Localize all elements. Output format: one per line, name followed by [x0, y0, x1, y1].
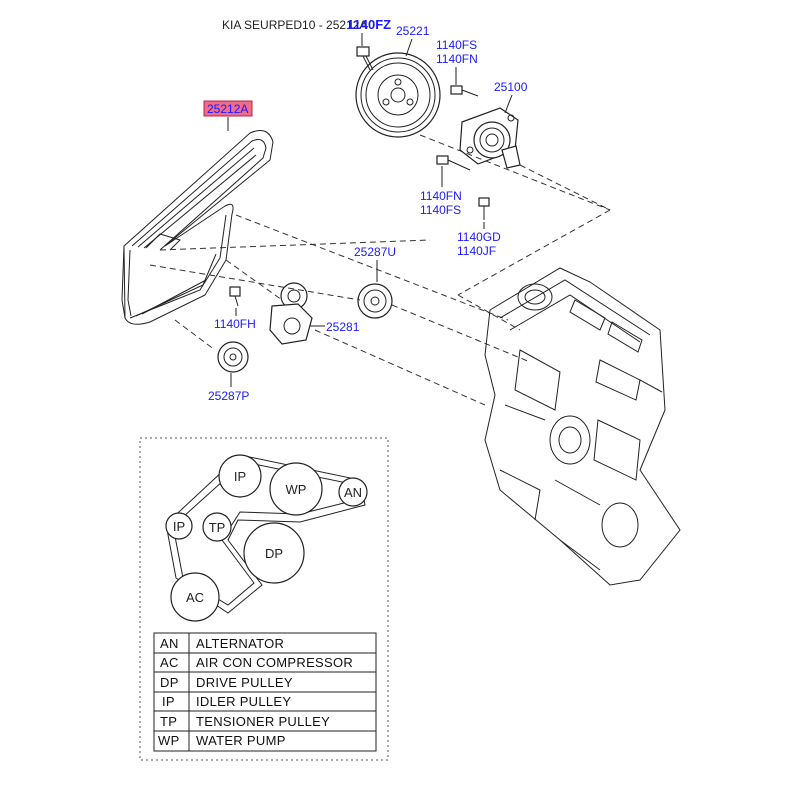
legend-name: TENSIONER PULLEY [196, 714, 330, 729]
part-link-bolt-1140fz[interactable]: 1140FZ [347, 17, 391, 32]
part-link-idler-lower[interactable]: 25287P [208, 389, 249, 403]
part-link-bolt-1140fn-low[interactable]: 1140FN [420, 189, 462, 203]
alignment-lines [149, 134, 611, 406]
pulley-ip-top: IP [218, 454, 262, 498]
label-ac: AC [186, 590, 204, 605]
label-ip-left: IP [173, 519, 185, 534]
bolt-1140fn-low[interactable] [436, 155, 471, 171]
part-link-belt[interactable]: 25212A [207, 102, 248, 116]
legend-code: IP [162, 694, 175, 709]
idler-pulley-lower[interactable] [217, 341, 249, 373]
pulley-ac: AC [170, 572, 220, 622]
pulley-an: AN [338, 477, 368, 507]
leader-crank-pulley [405, 38, 413, 57]
page-title: KIA SEURPED10 - 25212A [222, 18, 367, 32]
legend-code: DP [160, 675, 179, 690]
pulley-tp: TP [202, 512, 232, 542]
pulley-ip-left: IP [165, 512, 193, 540]
legend-name: IDLER PULLEY [196, 694, 291, 709]
part-link-bolt-1140gd[interactable]: 1140GD [457, 230, 501, 244]
part-link-idler-upper[interactable]: 25287U [354, 245, 396, 259]
legend-name: WATER PUMP [196, 733, 286, 748]
legend-code: TP [160, 714, 177, 729]
part-link-bolt-1140jf[interactable]: 1140JF [457, 244, 496, 258]
engine-block [484, 267, 681, 586]
part-link-tensioner[interactable]: 25281 [326, 320, 360, 334]
part-link-bolt-1140fs-low[interactable]: 1140FS [420, 203, 461, 217]
legend-name: DRIVE PULLEY [196, 675, 293, 690]
crankshaft-pulley[interactable] [355, 52, 441, 138]
tensioner-assembly[interactable] [269, 282, 313, 345]
leader-water-pump [504, 94, 513, 114]
part-link-bolt-1140fs-top[interactable]: 1140FS [436, 38, 477, 52]
label-an: AN [344, 485, 362, 500]
idler-pulley-upper[interactable] [357, 283, 393, 319]
part-link-bolt-1140fh[interactable]: 1140FH [214, 317, 256, 331]
label-wp: WP [286, 482, 307, 497]
label-tp: TP [209, 520, 226, 535]
pulley-dp: DP [243, 522, 305, 584]
legend-table: AN ALTERNATOR AC AIR CON COMPRESSOR DP D… [153, 632, 377, 752]
legend-name: AIR CON COMPRESSOR [196, 655, 353, 670]
label-ip-top: IP [234, 469, 246, 484]
part-link-bolt-1140fn-top[interactable]: 1140FN [436, 52, 478, 66]
legend-code: WP [158, 733, 180, 748]
water-pump[interactable] [459, 107, 521, 169]
legend-code: AC [160, 655, 179, 670]
bolt-1140fz[interactable] [356, 46, 374, 71]
drive-belt[interactable] [121, 130, 274, 325]
belt-highlight-box [203, 100, 253, 117]
legend-name: ALTERNATOR [196, 636, 284, 651]
bolt-1140gd[interactable] [478, 197, 490, 220]
bolt-1140fs-top[interactable] [450, 85, 479, 97]
legend-code: AN [160, 636, 179, 651]
label-dp: DP [265, 546, 283, 561]
bolt-1140fh[interactable] [229, 286, 241, 307]
pulley-wp: WP [269, 462, 323, 516]
part-link-crank-pulley[interactable]: 25221 [396, 24, 430, 38]
part-link-water-pump[interactable]: 25100 [494, 80, 528, 94]
